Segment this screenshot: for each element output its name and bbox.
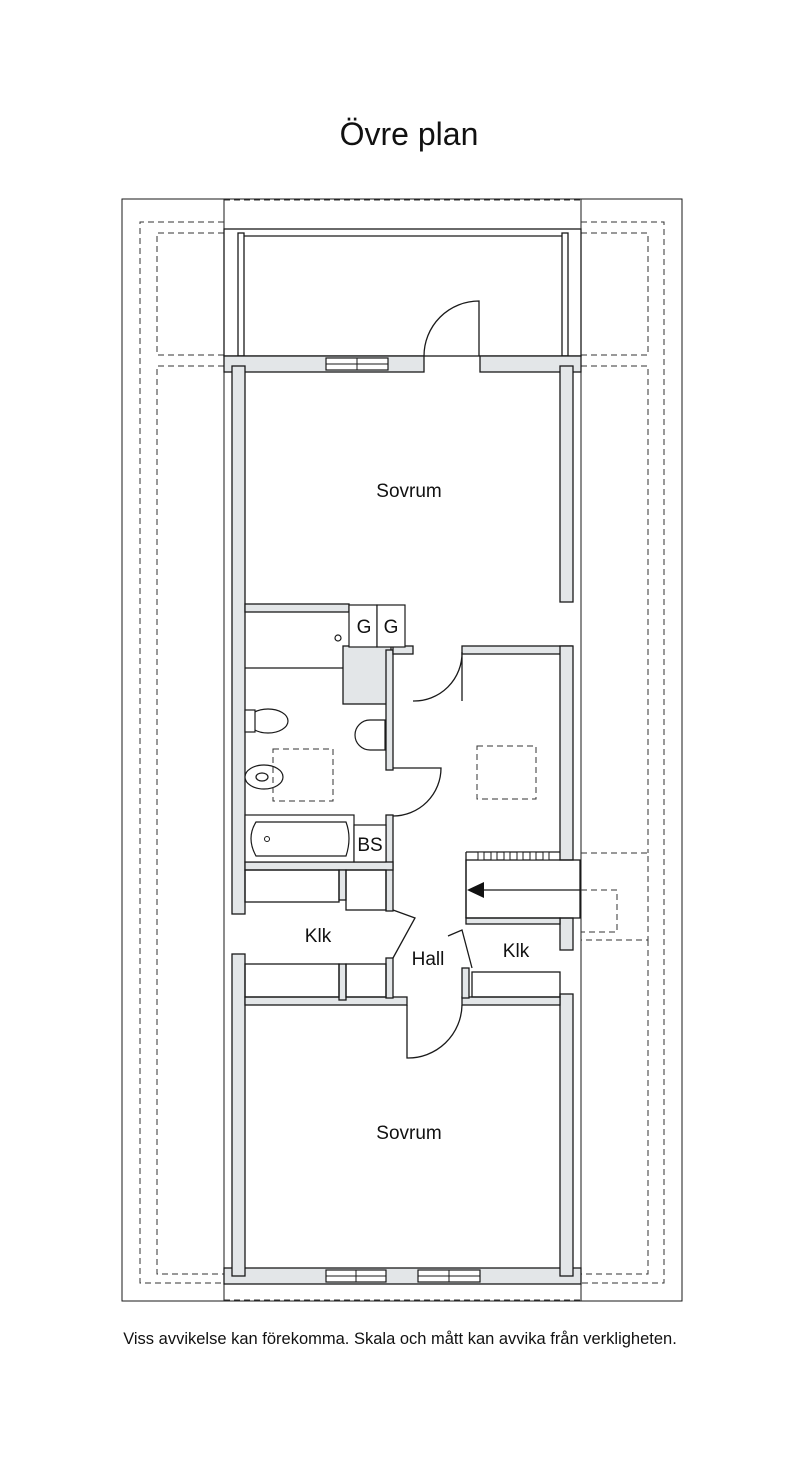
disclaimer-text: Viss avvikelse kan förekomma. Skala och … [123,1330,677,1348]
bathroom-fixtures [244,634,387,863]
room-label-bedroom-bottom: Sovrum [376,1123,441,1144]
walls [223,355,582,1285]
doors [392,300,480,1059]
shower-cabinet-label: BS [357,835,382,856]
page-title: Övre plan [339,116,479,152]
roof-outline [121,198,683,1302]
room-label-bedroom-top: Sovrum [376,481,441,502]
room-label-closet-left: Klk [305,926,332,947]
room-label-hall: Hall [412,949,445,970]
storage-label-2: G [384,617,399,638]
room-label-closet-right: Klk [503,941,530,962]
storage-label-1: G [357,617,372,638]
stair-arrow-icon [467,882,484,898]
balcony [223,228,582,357]
closet-shelves [244,869,561,998]
staircase [465,851,581,919]
ceiling-slope-lines [139,199,665,1301]
windows [325,357,481,1283]
storage-boxes [348,604,406,648]
attic-hatch [476,745,537,800]
